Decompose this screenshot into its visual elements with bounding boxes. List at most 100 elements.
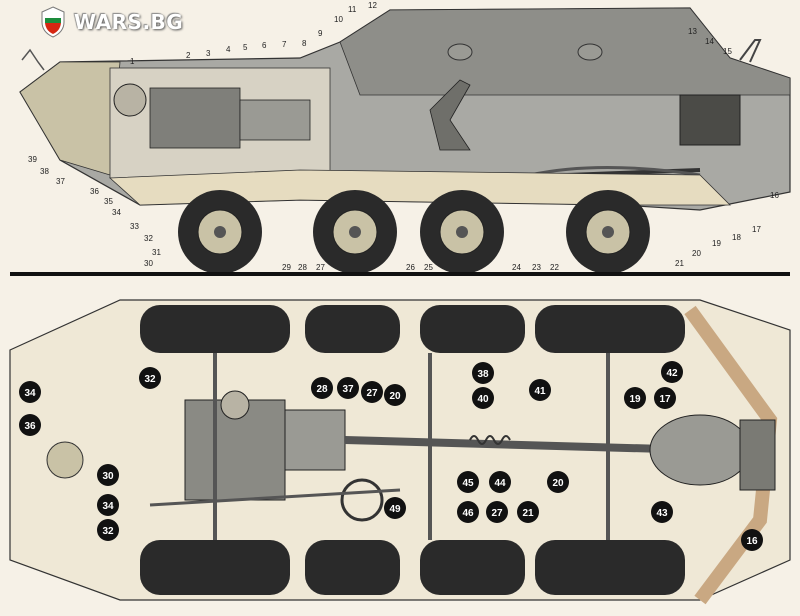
top-drive-shaft bbox=[344, 436, 701, 454]
callout-17: 17 bbox=[752, 225, 761, 234]
svg-text:38: 38 bbox=[477, 369, 489, 380]
callout-5: 5 bbox=[243, 43, 248, 52]
svg-text:45: 45 bbox=[462, 478, 474, 489]
roof-hatch-rear bbox=[577, 43, 603, 61]
badge-36: 34 bbox=[97, 494, 119, 516]
callout-30: 30 bbox=[144, 259, 153, 268]
roof-hatch-front bbox=[447, 43, 473, 61]
svg-text:34: 34 bbox=[24, 388, 36, 399]
svg-text:41: 41 bbox=[534, 386, 546, 397]
tow-cable bbox=[21, 48, 45, 71]
top-radiator bbox=[220, 390, 250, 420]
callout-7: 7 bbox=[282, 40, 287, 49]
svg-text:49: 49 bbox=[389, 504, 401, 515]
badge-27: 27 bbox=[486, 501, 508, 523]
callout-18: 18 bbox=[732, 233, 741, 242]
callout-27: 27 bbox=[316, 263, 325, 272]
badge-31: 30 bbox=[97, 464, 119, 486]
svg-text:20: 20 bbox=[552, 478, 564, 489]
badge-38: 36 bbox=[19, 414, 41, 436]
callout-12: 12 bbox=[368, 1, 377, 10]
svg-text:44: 44 bbox=[494, 478, 506, 489]
badge-40: 37 bbox=[337, 377, 359, 399]
svg-text:46: 46 bbox=[462, 508, 474, 519]
top-callouts: 34 36 32 30 34 32 28 37 27 20 38 40 41 4… bbox=[19, 361, 763, 551]
top-wheel-fr bbox=[140, 540, 290, 595]
side-callouts: 1 2 3 4 5 6 7 8 9 10 11 12 13 14 15 16 1… bbox=[28, 1, 779, 272]
top-wheel-rr bbox=[535, 540, 685, 595]
badge-16: 16 bbox=[741, 529, 763, 551]
svg-text:28: 28 bbox=[316, 384, 328, 395]
top-view: 34 36 32 30 34 32 28 37 27 20 38 40 41 4… bbox=[9, 299, 791, 605]
badge-45: 43 bbox=[651, 501, 673, 523]
radiator-fan bbox=[113, 83, 147, 117]
svg-text:17: 17 bbox=[659, 394, 671, 405]
callout-8: 8 bbox=[302, 39, 307, 48]
callout-11: 11 bbox=[348, 5, 357, 14]
svg-text:40: 40 bbox=[477, 394, 489, 405]
side-wheels bbox=[178, 190, 650, 274]
rear-transfer bbox=[739, 419, 776, 491]
top-gearbox bbox=[284, 409, 346, 471]
badge-41: 38 bbox=[472, 362, 494, 384]
side-wheel-2 bbox=[313, 190, 397, 274]
callout-21: 21 bbox=[675, 259, 684, 268]
driver-seat bbox=[429, 79, 471, 151]
side-upper-armour bbox=[339, 7, 791, 96]
callout-9: 9 bbox=[318, 29, 323, 38]
svg-text:36: 36 bbox=[24, 421, 36, 432]
site-logo[interactable]: WARS.BG bbox=[40, 6, 183, 38]
bulgarian-flag-shield-icon bbox=[41, 6, 65, 38]
side-wheel-4 bbox=[566, 190, 650, 274]
callout-19: 19 bbox=[712, 239, 721, 248]
rear-compartment bbox=[679, 94, 741, 146]
svg-text:30: 30 bbox=[102, 471, 114, 482]
badge-37: 34 bbox=[19, 381, 41, 403]
svg-text:16: 16 bbox=[746, 536, 758, 547]
top-wheel-m1r bbox=[305, 540, 400, 595]
top-wheel-rl bbox=[535, 305, 685, 353]
badge-32: 32 bbox=[97, 519, 119, 541]
badge-44: 42 bbox=[661, 361, 683, 383]
badge-34: 32 bbox=[139, 367, 161, 389]
svg-text:43: 43 bbox=[656, 508, 668, 519]
side-view: 1 2 3 4 5 6 7 8 9 10 11 12 13 14 15 16 1… bbox=[19, 1, 791, 274]
svg-text:37: 37 bbox=[342, 384, 354, 395]
callout-28: 28 bbox=[298, 263, 307, 272]
callout-25: 25 bbox=[424, 263, 433, 272]
badge-17: 17 bbox=[654, 387, 676, 409]
badge-30: 28 bbox=[311, 377, 333, 399]
exhaust-pipe bbox=[739, 39, 762, 63]
section-divider bbox=[10, 272, 790, 276]
top-hull bbox=[9, 299, 791, 601]
svg-text:19: 19 bbox=[629, 394, 641, 405]
badge-20: 20 bbox=[547, 471, 569, 493]
winch-drum bbox=[46, 441, 84, 479]
badge-43: 41 bbox=[529, 379, 551, 401]
badge-47: 45 bbox=[457, 471, 479, 493]
callout-10: 10 bbox=[334, 15, 343, 24]
svg-text:20: 20 bbox=[389, 391, 401, 402]
callout-13: 13 bbox=[688, 27, 697, 36]
callout-15: 15 bbox=[723, 47, 732, 56]
callout-2: 2 bbox=[186, 51, 191, 60]
badge-21: 21 bbox=[517, 501, 539, 523]
side-wheel-3 bbox=[420, 190, 504, 274]
badge-26: 20 bbox=[384, 384, 406, 406]
engine-block bbox=[149, 87, 241, 149]
logo-text: WARS.BG bbox=[74, 10, 184, 34]
svg-text:32: 32 bbox=[144, 374, 156, 385]
rear-differential bbox=[649, 414, 751, 486]
callout-23: 23 bbox=[532, 263, 541, 272]
callout-37: 37 bbox=[56, 177, 65, 186]
badge-19: 19 bbox=[624, 387, 646, 409]
svg-text:34: 34 bbox=[102, 501, 114, 512]
badge-48: 46 bbox=[457, 501, 479, 523]
gearbox bbox=[239, 99, 311, 141]
callout-32: 32 bbox=[144, 234, 153, 243]
top-wheel-m2l bbox=[420, 305, 525, 353]
svg-text:27: 27 bbox=[366, 388, 378, 399]
callout-22: 22 bbox=[550, 263, 559, 272]
callout-29: 29 bbox=[282, 263, 291, 272]
